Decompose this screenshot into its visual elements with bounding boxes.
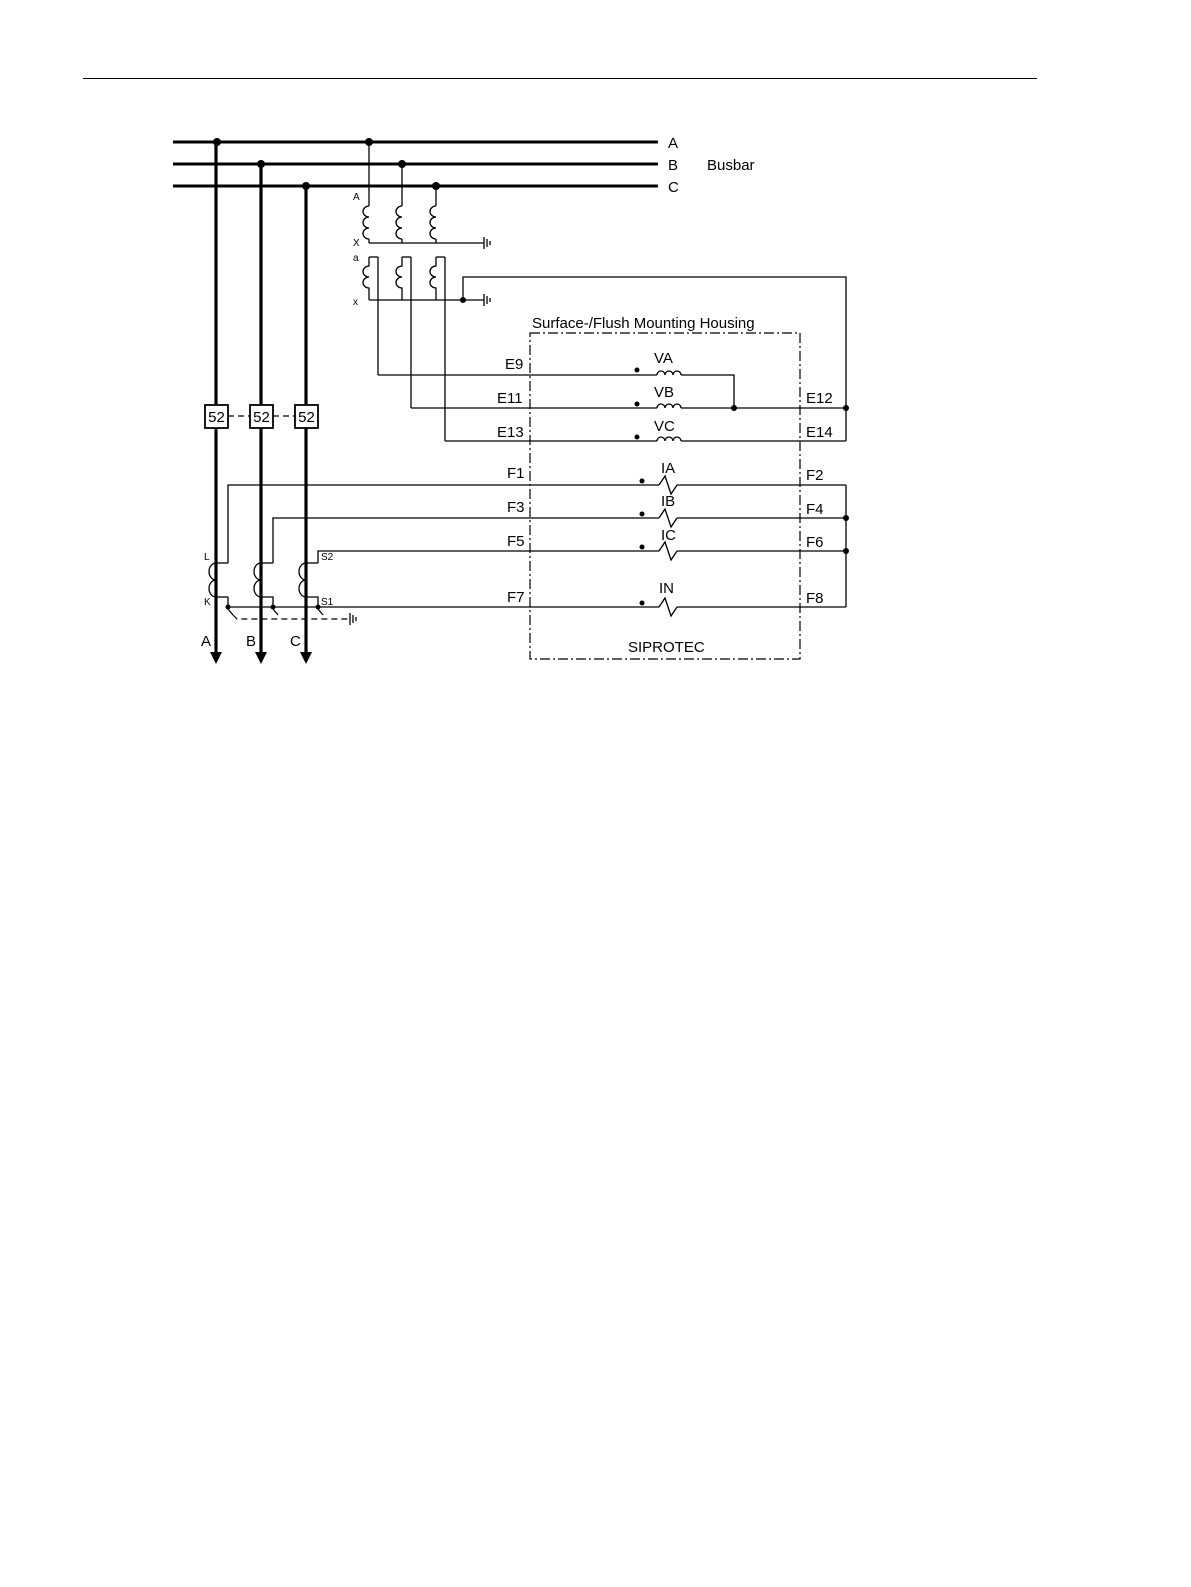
terminal-e14: E14 — [806, 424, 833, 441]
input-name-ib: IB — [661, 493, 675, 510]
polarity-dot — [640, 512, 645, 517]
voltage-inputs: VA VB VC E9 E11 E13 E12 E14 — [378, 350, 849, 441]
circuit-breaker: 52 52 52 — [205, 405, 318, 428]
busbar-label-b: B — [668, 157, 678, 174]
terminal-e11: E11 — [497, 390, 523, 407]
vb-coil — [657, 404, 681, 408]
terminal-f3: F3 — [507, 499, 525, 516]
current-inputs: IA IB IC IN F1 F3 F5 F7 F2 F4 F6 F8 — [228, 460, 849, 616]
terminal-e9: E9 — [505, 356, 523, 373]
vt-secondary-coil-a — [363, 257, 369, 300]
terminal-f5: F5 — [507, 533, 525, 550]
ct-label-l: L — [204, 552, 210, 563]
junction-dot — [731, 405, 737, 411]
input-name-vc: VC — [654, 418, 675, 435]
polarity-dot — [635, 435, 640, 440]
busbar-title: Busbar — [707, 157, 755, 174]
terminal-f2: F2 — [806, 467, 824, 484]
ic-wire-left — [318, 551, 659, 563]
ct-ground-link — [228, 609, 233, 615]
terminal-f6: F6 — [806, 534, 824, 551]
busbar-label-a: A — [668, 135, 678, 152]
current-transformers: L K S2 S1 — [204, 552, 356, 625]
ct-ground-link — [318, 609, 323, 615]
feeder-label-b: B — [246, 633, 256, 650]
polarity-dot — [640, 479, 645, 484]
ct-label-s2: S2 — [321, 552, 334, 563]
va-coil — [657, 371, 681, 375]
breaker-label-b: 52 — [253, 409, 270, 426]
feeder-label-a: A — [201, 633, 211, 650]
junction-dot — [271, 605, 276, 610]
vt-secondary-bottom-label: x — [353, 297, 358, 308]
feeder-label-c: C — [290, 633, 301, 650]
in-wire-left — [228, 597, 659, 607]
va-wire-right — [681, 375, 734, 408]
junction-dot — [316, 605, 321, 610]
terminal-f1: F1 — [507, 465, 525, 482]
device-name: SIPROTEC — [628, 639, 705, 656]
housing-title: Surface-/Flush Mounting Housing — [532, 315, 755, 332]
feeders: A B C — [201, 142, 312, 664]
junction-dot — [226, 605, 231, 610]
busbar-label-c: C — [668, 179, 679, 196]
junction-dot — [843, 405, 849, 411]
vt-primary-bottom-label: X — [353, 238, 360, 249]
polarity-dot — [640, 601, 645, 606]
polarity-dot — [635, 368, 640, 373]
arrow-down-icon — [255, 652, 267, 664]
terminal-f8: F8 — [806, 590, 824, 607]
arrow-down-icon — [210, 652, 222, 664]
vt-primary-coil-a — [363, 206, 369, 239]
vc-coil — [657, 437, 681, 441]
ib-element — [659, 509, 677, 527]
input-name-in: IN — [659, 580, 674, 597]
ic-element — [659, 542, 677, 560]
arrow-down-icon — [300, 652, 312, 664]
in-element — [659, 598, 677, 616]
breaker-label-a: 52 — [208, 409, 225, 426]
ia-element — [659, 476, 677, 494]
input-name-ia: IA — [661, 460, 675, 477]
ct-label-k: K — [204, 597, 211, 608]
terminal-e13: E13 — [497, 424, 524, 441]
vt-primary-top-label: A — [353, 192, 360, 203]
ct-ground-link — [233, 615, 350, 619]
terminal-f7: F7 — [507, 589, 525, 606]
polarity-dot — [640, 545, 645, 550]
input-name-ic: IC — [661, 527, 676, 544]
terminal-f4: F4 — [806, 501, 824, 518]
polarity-dot — [635, 402, 640, 407]
vt-secondary-coil-c — [430, 257, 436, 300]
vt-secondary-coil-b — [396, 257, 402, 300]
input-name-va: VA — [654, 350, 673, 367]
ct-ground-link — [273, 609, 278, 615]
input-name-vb: VB — [654, 384, 674, 401]
breaker-label-c: 52 — [298, 409, 315, 426]
vt-primary-coil-b — [396, 206, 402, 239]
vt-secondary-top-label: a — [353, 253, 359, 264]
terminal-e12: E12 — [806, 390, 833, 407]
ct-label-s1: S1 — [321, 597, 334, 608]
vt-primary-coil-c — [430, 206, 436, 239]
